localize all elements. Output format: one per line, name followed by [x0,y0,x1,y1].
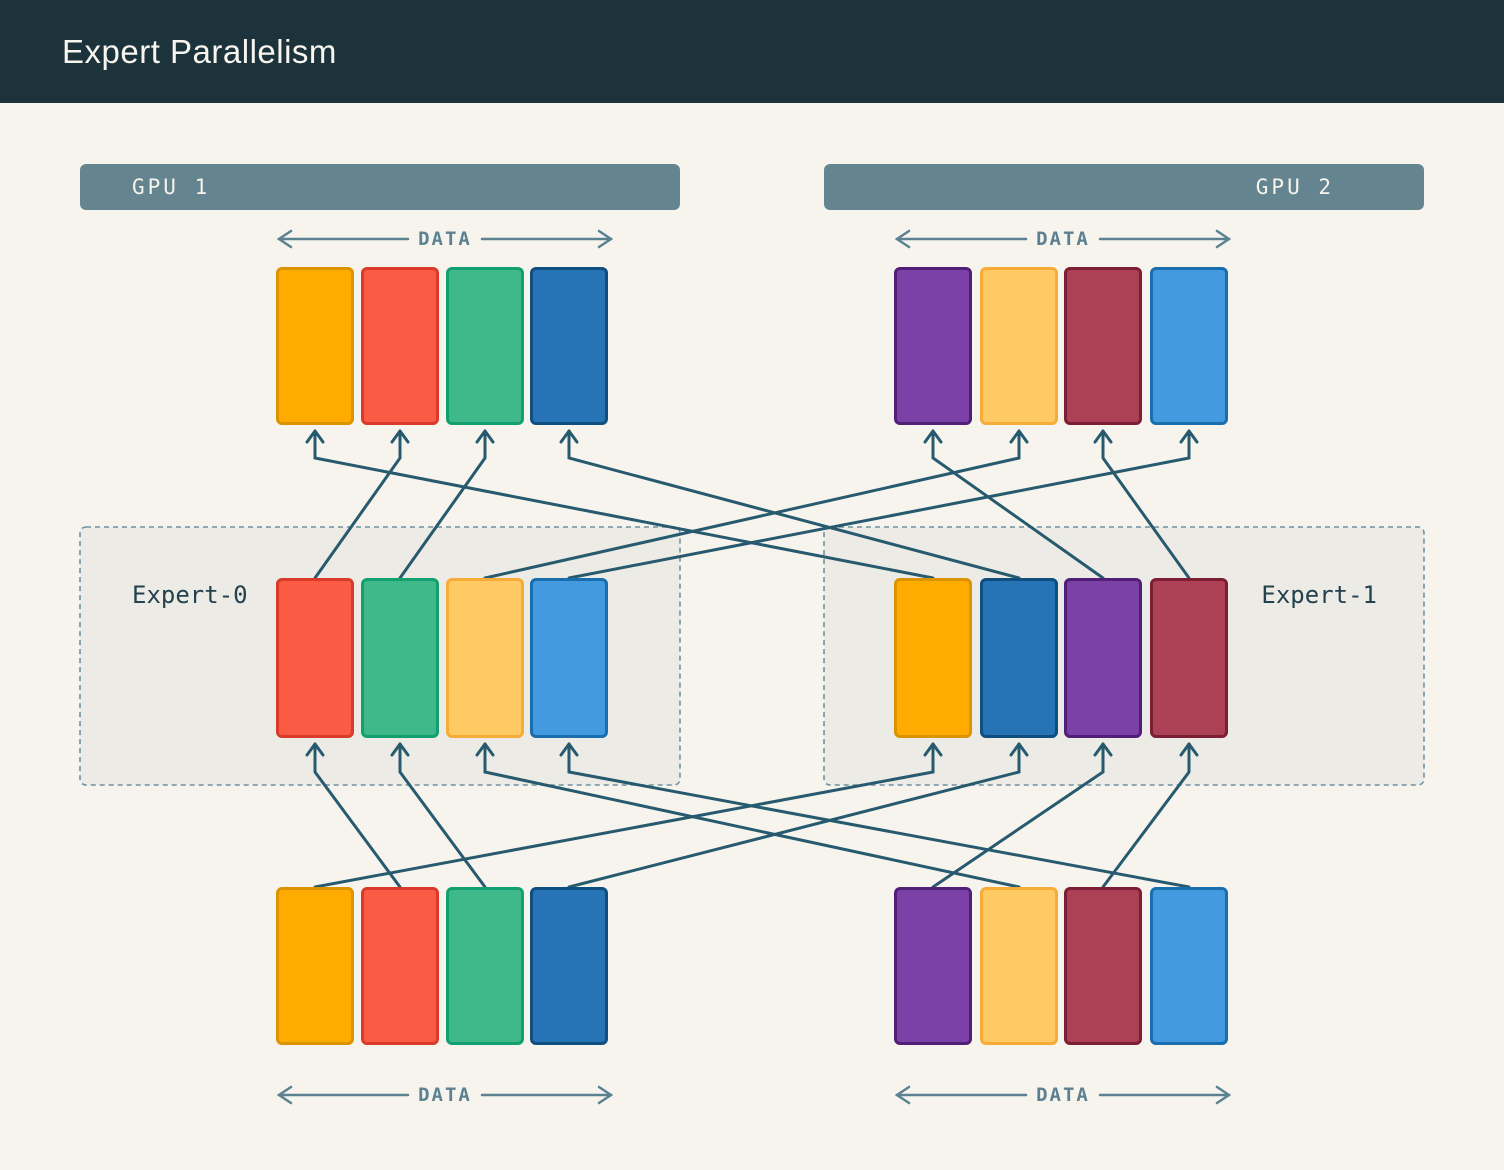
gpu2-bar: GPU 2 [824,164,1424,210]
arrowhead-icon [475,429,495,444]
data-axis-label: DATA [1036,1084,1090,1106]
arrowhead-icon [475,742,495,757]
arrowhead-icon [305,429,325,444]
expert-0-label: Expert-0 [132,581,248,609]
route-dispatch-darkblue [567,742,1021,889]
gpu1-label: GPU 1 [132,175,211,199]
arrowhead-icon [390,742,410,757]
route-dispatch-amber [483,742,1021,889]
route-dispatch-maroon [1101,742,1191,889]
route-combine-maroon [1101,429,1191,580]
arrowhead-icon [1093,429,1113,444]
route-combine-darkblue [567,429,1021,580]
arrowhead-icon [390,429,410,444]
route-dispatch-lightblue [567,742,1191,889]
data-extent-arrow-bottom-gpu2: DATA [894,1083,1232,1107]
double-arrow-icon [894,229,1232,249]
page-title: Expert Parallelism [62,32,337,70]
data-extent-arrow-top-gpu2: DATA [894,227,1232,251]
route-combine-lightblue [567,429,1191,580]
data-axis-label: DATA [418,228,472,250]
expert-1-region [823,526,1425,786]
route-dispatch-red [313,742,402,889]
route-combine-amber [483,429,1021,580]
arrowhead-icon [559,742,579,757]
double-arrow-icon [276,1085,614,1105]
route-combine-purple [931,429,1105,580]
arrowhead-icon [1179,742,1199,757]
route-combine-red [313,429,402,580]
arrowhead-icon [923,429,943,444]
route-dispatch-green [398,742,487,889]
data-axis-label: DATA [418,1084,472,1106]
arrowhead-icon [1179,429,1199,444]
arrowhead-icon [1093,742,1113,757]
route-dispatch-orange [313,742,935,889]
gpu2-label: GPU 2 [1255,175,1334,199]
route-combine-orange [313,429,935,580]
data-extent-arrow-top-gpu1: DATA [276,227,614,251]
route-dispatch-purple [931,742,1105,889]
arrowhead-icon [1009,742,1029,757]
data-extent-arrow-bottom-gpu1: DATA [276,1083,614,1107]
double-arrow-icon [894,1085,1232,1105]
gpu1-bar: GPU 1 [80,164,680,210]
arrowhead-icon [1009,429,1029,444]
double-arrow-icon [276,229,614,249]
route-combine-green [398,429,487,580]
arrowhead-icon [305,742,325,757]
data-axis-label: DATA [1036,228,1090,250]
arrowhead-icon [559,429,579,444]
app-header: Expert Parallelism [0,0,1504,103]
expert-1-label: Expert-1 [1261,581,1377,609]
arrowhead-icon [923,742,943,757]
expert-0-region [79,526,681,786]
